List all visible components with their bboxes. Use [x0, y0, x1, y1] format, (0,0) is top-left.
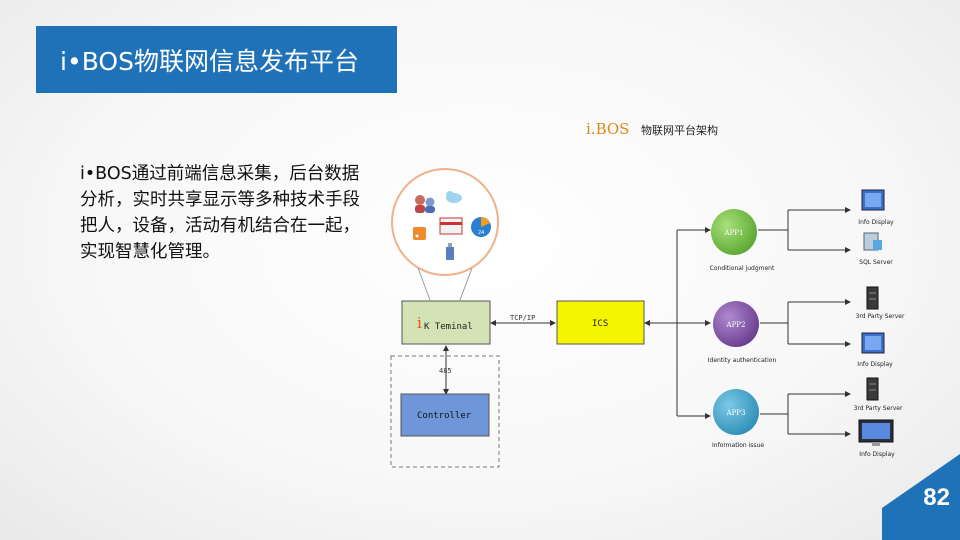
app2-caption: Identity authentication [708, 357, 777, 364]
device-label: 3rd Party Server [854, 405, 903, 412]
diagram-brand: i.BOS [586, 120, 629, 138]
terminal-box [401, 300, 491, 345]
page-number: 82 [923, 484, 950, 511]
app3-node [713, 389, 759, 435]
app1-device-links [758, 207, 851, 253]
terminal-label: K Teminal [424, 322, 473, 332]
people-icon [415, 195, 435, 213]
app2-node [713, 301, 759, 347]
card-icon [439, 217, 463, 235]
cone-line-right [459, 267, 473, 301]
display-icon [861, 189, 885, 211]
app3-label: APP3 [726, 409, 746, 417]
architecture-diagram: i.BOS 物联网平台架构 24 i K Teminal TCP/IP ICS [390, 120, 905, 468]
controller-box [400, 393, 490, 437]
device-label: Info Display [859, 451, 895, 458]
page-corner [882, 454, 960, 540]
display-icon [861, 332, 885, 354]
circle-badge: 24 [478, 230, 484, 236]
server-rack-icon [866, 286, 879, 310]
cloud-icon [446, 191, 462, 203]
diagram-heading: 物联网平台架构 [641, 123, 718, 137]
server-rack-icon [866, 377, 879, 401]
bus-label: 485 [439, 367, 452, 375]
sql-server-icon [863, 232, 882, 251]
link-label: TCP/IP [510, 314, 535, 322]
monitor-icon [858, 419, 894, 446]
device-label: Info Display [858, 219, 894, 226]
app2-label: APP2 [726, 321, 746, 329]
ics-box [556, 300, 645, 345]
ics-label: ICS [592, 319, 608, 329]
app1-label: APP1 [724, 229, 744, 237]
app2-device-links [760, 299, 851, 347]
slide-title: i•BOS物联网信息发布平台 [36, 26, 397, 93]
device-label: SQL Server [859, 259, 893, 266]
controller-region [390, 355, 500, 468]
terminal-prefix: i [417, 314, 422, 332]
slide-description: i•BOS通过前端信息采集，后台数据分析，实时共享显示等多种技术手段把人，设备，… [80, 164, 360, 262]
controller-label: Controller [417, 411, 472, 421]
device-label: Info Display [857, 361, 893, 368]
app3-caption: Information issue [712, 442, 764, 449]
device-icon [446, 243, 454, 260]
app1-node [711, 209, 757, 255]
chart-badge-icon: 24 [471, 217, 491, 237]
app1-caption: Conditional judgment [710, 265, 775, 272]
rss-icon [413, 227, 426, 240]
app3-device-links [760, 391, 851, 437]
cone-line-left [417, 267, 431, 301]
device-label: 3rd Party Server [856, 313, 905, 320]
